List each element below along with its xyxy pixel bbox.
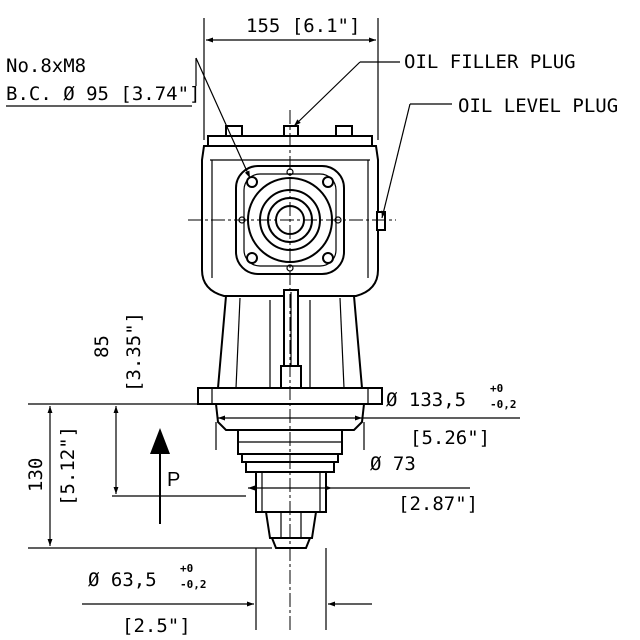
power-flow-label: P <box>167 469 180 491</box>
dim-85-mm: 85 <box>91 335 113 358</box>
oil-level-label: OIL LEVEL PLUG <box>458 95 618 117</box>
bolt-circle-label: B.C. Ø 95 [3.74"] <box>6 83 200 105</box>
flange-diameter-in: [5.26"] <box>410 427 490 449</box>
oil-filler-label: OIL FILLER PLUG <box>404 51 576 73</box>
dimension-shaft-diameter: Ø 63,5 +0 -0,2 [2.5"] <box>82 548 372 637</box>
shaft-tol-plus: +0 <box>180 562 193 575</box>
shaft-diameter-label: Ø 63,5 <box>88 569 157 591</box>
shaft-tol-minus: -0,2 <box>180 578 207 591</box>
flange-diameter-label: Ø 133,5 <box>386 389 466 411</box>
spigot-diameter-in: [2.87"] <box>398 493 478 515</box>
dim-130-in: [5.12"] <box>57 426 79 506</box>
dim-130-mm: 130 <box>25 458 47 492</box>
dimension-spigot-diameter: Ø 73 [2.87"] <box>248 453 478 515</box>
dim-width-label: 155 [6.1"] <box>246 15 360 37</box>
power-flow-arrow: P <box>150 428 180 524</box>
spigot-diameter-label: Ø 73 <box>370 453 416 475</box>
dim-85-in: [3.35"] <box>123 312 145 392</box>
oil-filler-callout: OIL FILLER PLUG <box>293 51 576 127</box>
dimension-height-130: 130 [5.12"] <box>25 403 272 549</box>
oil-level-callout: OIL LEVEL PLUG <box>381 95 618 219</box>
shaft-diameter-in: [2.5"] <box>122 615 191 637</box>
flange-tol-minus: -0,2 <box>490 398 517 411</box>
dimension-width: 155 [6.1"] <box>203 15 379 140</box>
bolt-pattern-callout: No.8xM8 B.C. Ø 95 [3.74"] <box>6 55 251 179</box>
dimension-flange-diameter: Ø 133,5 +0 -0,2 [5.26"] <box>215 382 520 450</box>
flange-tol-plus: +0 <box>490 382 503 395</box>
center-lines <box>188 110 396 630</box>
dimension-height-85: 85 [3.35"] <box>91 312 246 497</box>
bolt-count-label: No.8xM8 <box>6 55 86 77</box>
